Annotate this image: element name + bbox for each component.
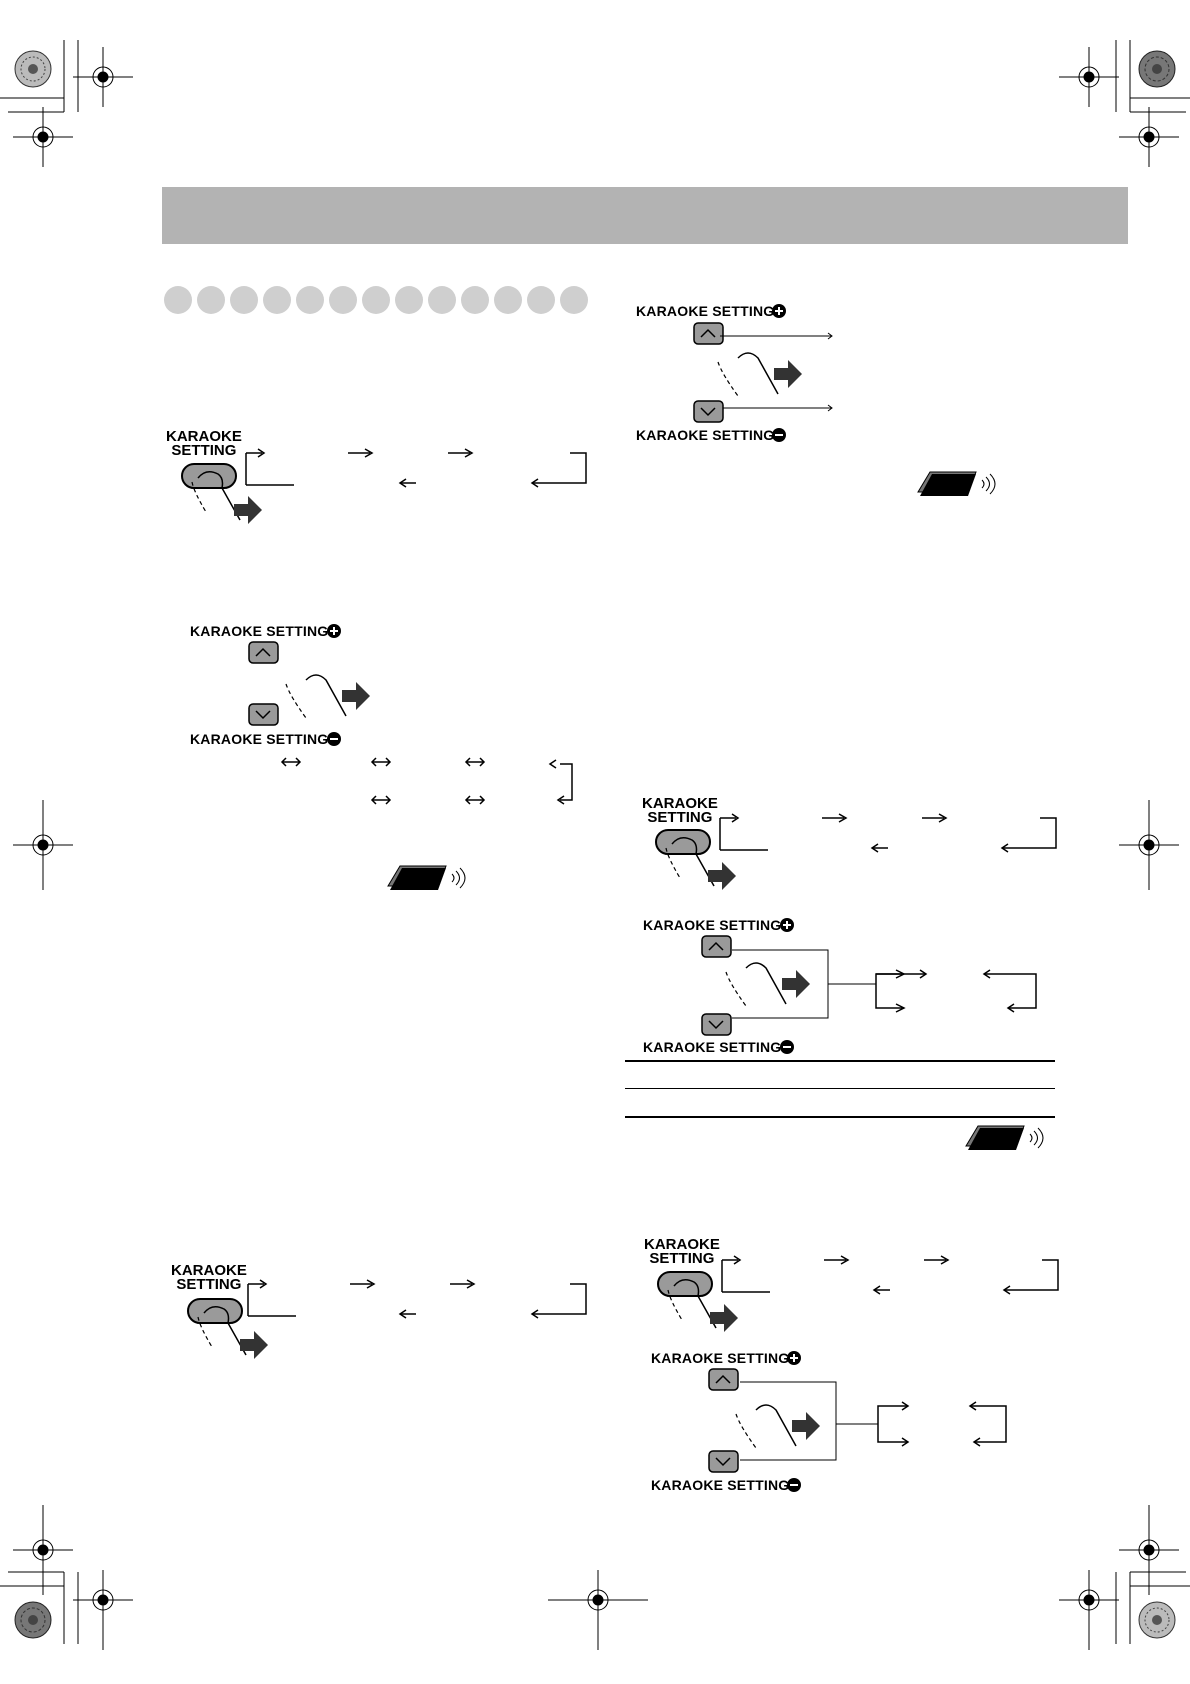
decorative-dot (461, 286, 489, 314)
decorative-dot (230, 286, 258, 314)
cycle-arrows (245, 448, 587, 488)
down-button-icon[interactable] (708, 1450, 740, 1474)
decorative-dot (527, 286, 555, 314)
registration-mark-icon (73, 1570, 133, 1650)
decorative-dot (164, 286, 192, 314)
karaoke-setting-label: KARAOKE SETTING (166, 428, 242, 459)
decorative-dot (362, 286, 390, 314)
minus-circle-icon (772, 428, 786, 442)
karaoke-setting-button-icon[interactable] (654, 1268, 764, 1338)
cycle-arrows (719, 813, 1057, 853)
down-button-icon[interactable] (248, 703, 280, 727)
dot-row (164, 286, 588, 314)
karaoke-setting-button-icon[interactable] (178, 460, 288, 530)
up-button-icon[interactable] (708, 1368, 740, 1392)
cycle-arrows (721, 1255, 1059, 1295)
registration-mark-icon (13, 107, 73, 167)
remote-control-icon (387, 865, 466, 890)
remote-control-icon (917, 471, 996, 496)
registration-mark-icon (1119, 107, 1179, 167)
pressing-finger-icon (725, 962, 810, 1007)
karaoke-setting-plus-label: KARAOKE SETTING (636, 303, 775, 319)
karaoke-setting-minus-label: KARAOKE SETTING (636, 427, 775, 443)
karaoke-setting-label: KARAOKE SETTING (642, 795, 718, 826)
decorative-dot (296, 286, 324, 314)
karaoke-setting-button-icon[interactable] (184, 1295, 294, 1365)
up-button-icon[interactable] (701, 935, 733, 959)
karaoke-setting-button-icon[interactable] (652, 826, 762, 896)
registration-mark-icon (1119, 1505, 1179, 1595)
bidirectional-arrows (280, 757, 573, 805)
pressing-finger-icon (285, 674, 370, 719)
registration-mark-icon (13, 1505, 73, 1595)
minus-circle-icon (787, 1478, 801, 1492)
minus-circle-icon (327, 732, 341, 746)
decorative-dot (428, 286, 456, 314)
table-rule-bottom (625, 1116, 1055, 1118)
karaoke-setting-minus-label: KARAOKE SETTING (190, 731, 329, 747)
plus-circle-icon (787, 1351, 801, 1365)
karaoke-setting-label: KARAOKE SETTING (171, 1262, 247, 1293)
pressing-finger-icon (717, 352, 802, 397)
color-wheel-icon (14, 1601, 52, 1639)
registration-mark-icon (73, 47, 133, 107)
decorative-dot (329, 286, 357, 314)
up-button-icon[interactable] (693, 322, 725, 346)
decorative-dot (494, 286, 522, 314)
pointer-lines (720, 332, 833, 412)
karaoke-setting-minus-label: KARAOKE SETTING (643, 1039, 782, 1055)
remote-control-icon (965, 1125, 1044, 1150)
registration-mark-icon (548, 1570, 648, 1650)
section-header-bar (162, 187, 1128, 244)
bracket-toggle-arrows (732, 949, 1037, 1019)
decorative-dot (197, 286, 225, 314)
karaoke-setting-plus-label: KARAOKE SETTING (190, 623, 329, 639)
plus-circle-icon (327, 624, 341, 638)
down-button-icon[interactable] (693, 400, 725, 424)
color-wheel-icon (1138, 50, 1176, 88)
karaoke-setting-plus-label: KARAOKE SETTING (651, 1350, 790, 1366)
registration-mark-icon (1059, 1570, 1119, 1650)
karaoke-setting-minus-label: KARAOKE SETTING (651, 1477, 790, 1493)
decorative-dot (560, 286, 588, 314)
table-rule-top (625, 1060, 1055, 1062)
karaoke-setting-label: KARAOKE SETTING (644, 1236, 720, 1267)
color-wheel-icon (1138, 1601, 1176, 1639)
registration-mark-icon (1059, 47, 1119, 107)
plus-circle-icon (772, 304, 786, 318)
up-button-icon[interactable] (248, 641, 280, 665)
pressing-finger-icon (735, 1404, 820, 1449)
decorative-dot (263, 286, 291, 314)
table-rule-middle (625, 1088, 1055, 1089)
color-wheel-icon (14, 50, 52, 88)
registration-mark-icon (1119, 800, 1179, 890)
down-button-icon[interactable] (701, 1013, 733, 1037)
bracket-toggle-arrows (740, 1381, 1007, 1461)
plus-circle-icon (780, 918, 794, 932)
karaoke-setting-plus-label: KARAOKE SETTING (643, 917, 782, 933)
registration-mark-icon (13, 800, 73, 890)
cycle-arrows (247, 1279, 587, 1319)
decorative-dot (395, 286, 423, 314)
minus-circle-icon (780, 1040, 794, 1054)
